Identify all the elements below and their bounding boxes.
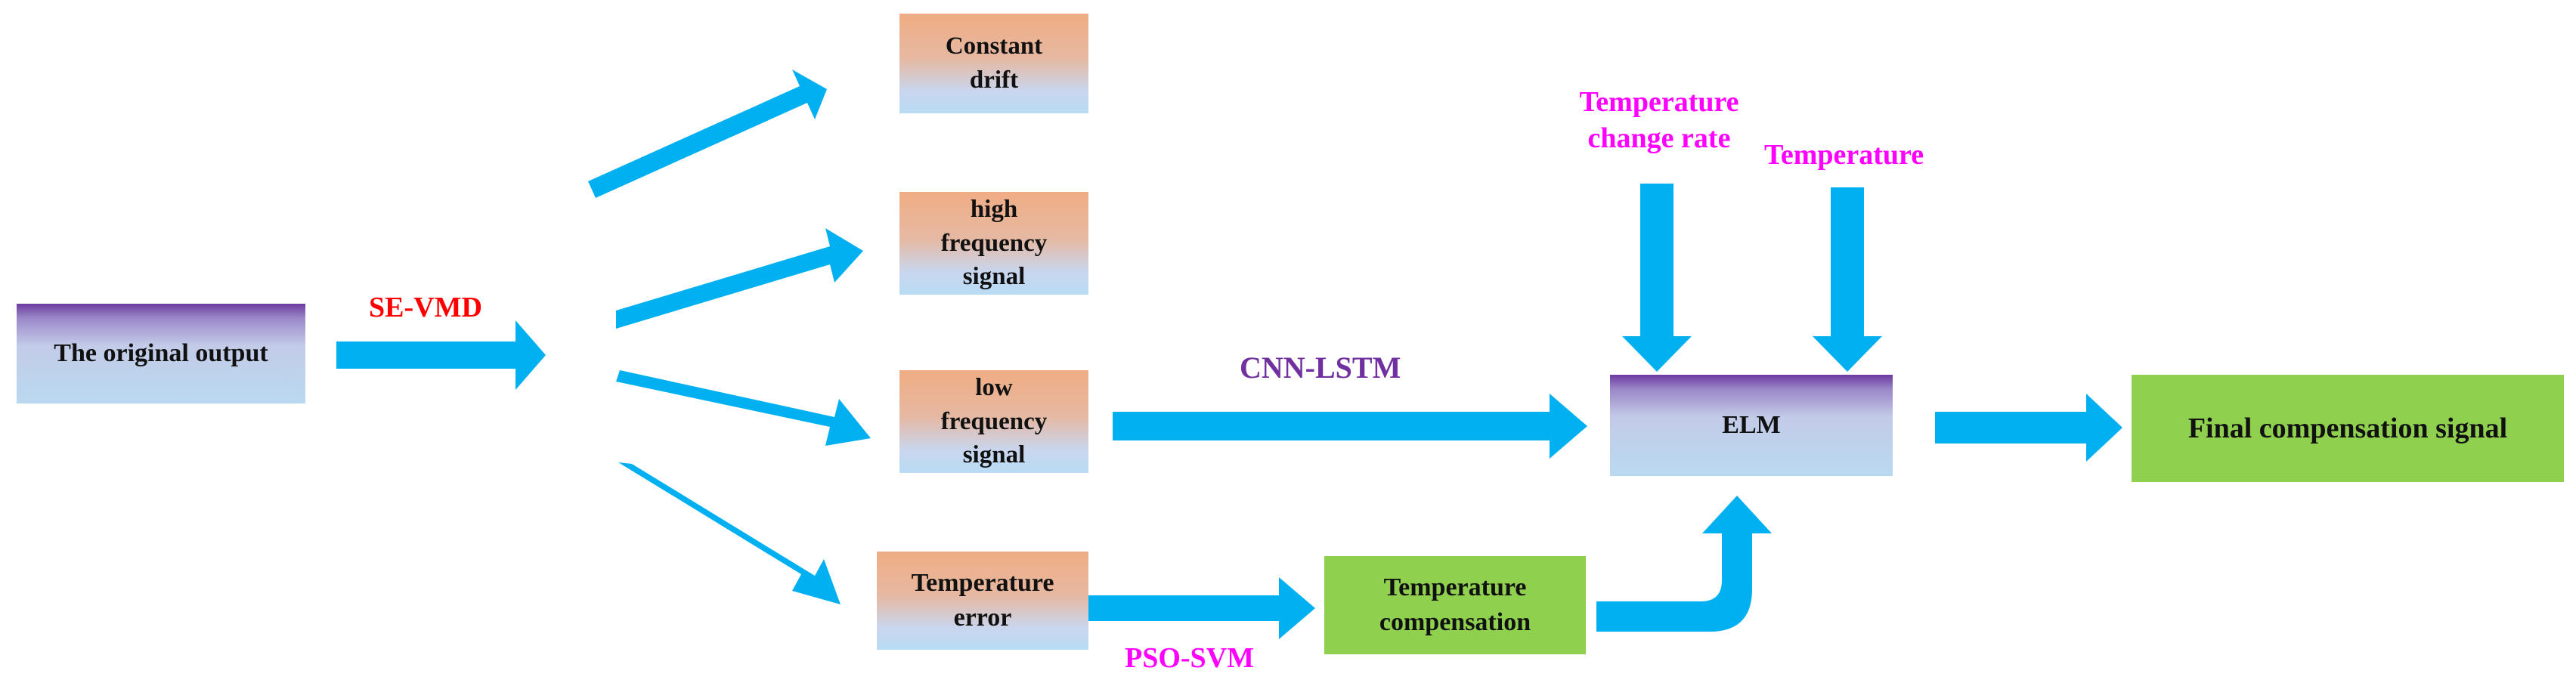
arrow-compensation-to-elm — [1596, 496, 1772, 632]
arrow-to-low-frequency — [616, 370, 871, 446]
arrow-to-temperature-error — [618, 462, 841, 604]
arrow-rate-to-elm — [1622, 184, 1692, 372]
arrow-low-to-elm — [1113, 394, 1587, 459]
arrow-original-to-split — [336, 320, 546, 390]
cnn-lstm-label: CNN-LSTM — [1240, 351, 1401, 385]
arrow-elm-to-final — [1935, 394, 2122, 462]
original-output-box: The original output — [17, 304, 305, 403]
se-vmd-label: SE-VMD — [369, 292, 482, 323]
constant-drift-box: Constant drift — [899, 14, 1088, 113]
constant-drift-label: Constant drift — [945, 32, 1043, 94]
original-output-label: The original output — [54, 339, 268, 367]
arrow-to-high-frequency — [616, 228, 863, 329]
temperature-label: Temperature — [1764, 139, 1924, 171]
elm-box: ELM — [1610, 375, 1893, 476]
temperature-error-box: Temperature error — [877, 552, 1088, 650]
low-frequency-label: low frequency signal — [940, 374, 1048, 469]
high-frequency-label: high frequency signal — [940, 196, 1048, 291]
low-frequency-box: low frequency signal — [899, 370, 1088, 473]
temperature-change-rate-label: Temperature change rate — [1550, 85, 1769, 156]
temperature-compensation-box: Temperature compensation — [1324, 556, 1586, 654]
high-frequency-box: high frequency signal — [899, 192, 1088, 295]
temperature-change-rate-text: Temperature change rate — [1579, 86, 1739, 154]
final-signal-label: Final compensation signal — [2187, 413, 2508, 444]
temperature-compensation-label: Temperature compensation — [1379, 573, 1531, 636]
pso-svm-label: PSO-SVM — [1125, 642, 1254, 674]
temperature-error-label: Temperature error — [911, 569, 1054, 632]
arrow-error-to-compensation — [1088, 577, 1315, 639]
final-signal-box: Final compensation signal — [2132, 375, 2564, 482]
arrow-temperature-to-elm — [1813, 187, 1882, 372]
elm-label: ELM — [1722, 411, 1781, 439]
arrow-to-constant-drift — [588, 70, 827, 198]
